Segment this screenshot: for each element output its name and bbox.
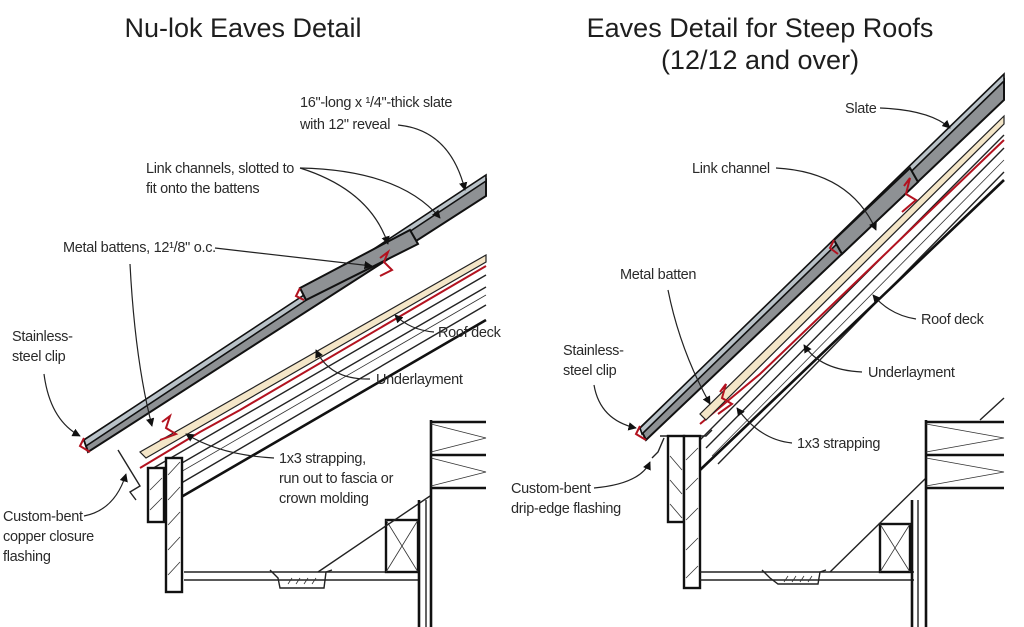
right-underlayment [699, 139, 1005, 425]
left-metal-batten [159, 413, 179, 441]
left-closure-flashing [117, 449, 141, 501]
right-slate [638, 72, 1005, 442]
label-closure-flashing-1: Custom-bent [3, 509, 83, 525]
label-strapping-right: 1x3 strapping [797, 436, 880, 452]
label-closure-flashing-2: copper closure [3, 529, 94, 545]
label-strapping-1: 1x3 strapping, [279, 451, 366, 467]
label-slate: Slate [845, 101, 877, 117]
label-strapping-2: run out to fascia or [279, 471, 394, 487]
right-strapping [699, 114, 1005, 421]
right-title-line1: Eaves Detail for Steep Roofs [587, 13, 934, 43]
label-strapping-3: crown molding [279, 491, 369, 507]
label-stainless-clip-1: Stainless- [12, 329, 73, 345]
label-closure-flashing-3: flashing [3, 549, 51, 565]
label-stainless-clip-right-1: Stainless- [563, 343, 624, 359]
left-underlayment [139, 265, 487, 469]
left-diagram: Nu-lok Eaves Detail [3, 13, 502, 627]
right-roof-deck [699, 134, 1005, 471]
right-wall-framing [666, 397, 1005, 627]
right-diagram: Eaves Detail for Steep Roofs (12/12 and … [511, 13, 1005, 627]
label-link-channels-1: Link channels, slotted to [146, 161, 294, 177]
right-labels: Slate Link channel Metal batten Roof dec… [511, 101, 985, 517]
label-roof-deck-right: Roof deck [921, 312, 985, 328]
label-metal-battens: Metal battens, 12¹/8" o.c. [63, 240, 216, 256]
label-drip-edge-2: drip-edge flashing [511, 501, 621, 517]
left-steel-clip [78, 437, 91, 453]
label-underlayment-right: Underlayment [868, 365, 955, 381]
label-stainless-clip-2: steel clip [12, 349, 66, 365]
right-steel-clip [634, 425, 647, 441]
label-metal-batten: Metal batten [620, 267, 696, 283]
label-stainless-clip-right-2: steel clip [563, 363, 617, 379]
label-link-channel: Link channel [692, 161, 770, 177]
left-link-channel [379, 249, 394, 277]
label-slate-size-2: with 12" reveal [299, 117, 390, 133]
label-link-channels-2: fit onto the battens [146, 181, 259, 197]
label-roof-deck: Roof deck [438, 325, 502, 341]
right-link-channel [901, 177, 918, 213]
label-drip-edge-1: Custom-bent [511, 481, 591, 497]
left-wall-framing [146, 420, 487, 627]
label-slate-size-1: 16"-long x ¹/4"-thick slate [300, 95, 452, 111]
left-strapping [139, 253, 487, 459]
label-underlayment: Underlayment [376, 372, 463, 388]
right-title-line2: (12/12 and over) [661, 45, 859, 75]
left-title: Nu-lok Eaves Detail [124, 13, 361, 43]
left-labels: 16"-long x ¹/4"-thick slate with 12" rev… [3, 95, 502, 565]
right-metal-batten [717, 383, 734, 415]
left-slate [82, 173, 487, 454]
